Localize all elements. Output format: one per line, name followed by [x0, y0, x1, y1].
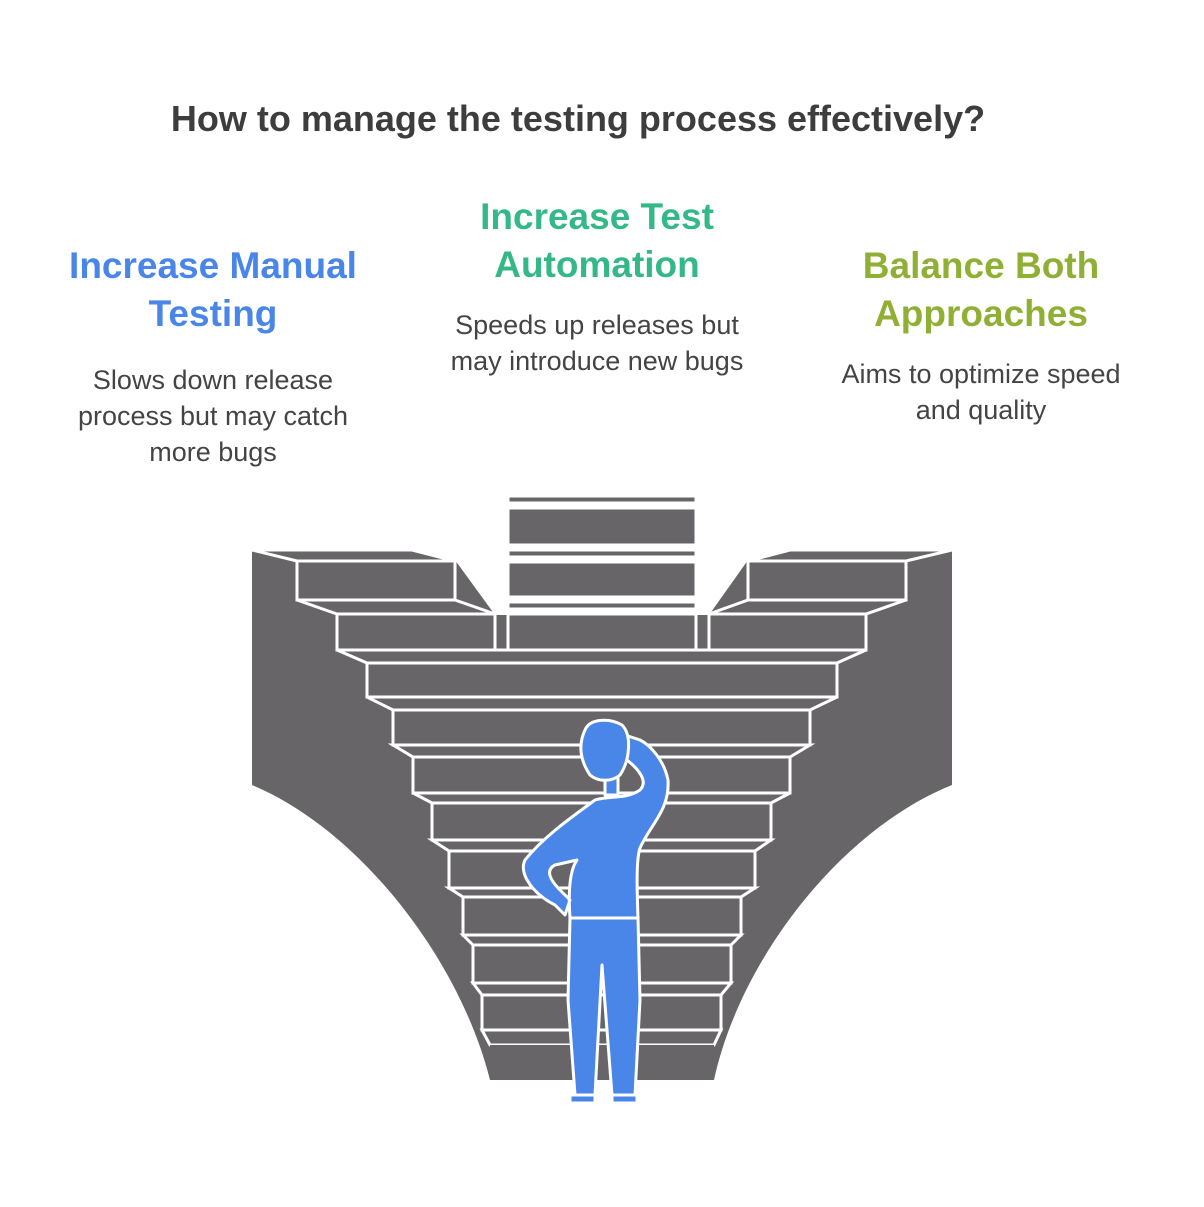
option-balance-both: Balance Both Approaches Aims to optimize… — [781, 242, 1181, 428]
person-figure — [522, 718, 670, 1105]
option-description: Slows down release process but may catch… — [13, 362, 413, 470]
heading-line: Balance Both — [862, 245, 1100, 286]
desc-line: Aims to optimize speed — [841, 359, 1121, 389]
option-manual-testing: Increase Manual Testing Slows down relea… — [13, 242, 413, 470]
option-heading: Increase Test Automation — [397, 193, 797, 289]
desc-line: process but may catch — [77, 401, 349, 431]
heading-line: Testing — [148, 293, 278, 334]
heading-line: Increase Test — [480, 196, 714, 237]
desc-line: may introduce new bugs — [450, 346, 744, 376]
person-legs — [566, 916, 642, 1097]
heading-line: Increase Manual — [69, 245, 357, 286]
person-head — [579, 718, 630, 782]
desc-line: and quality — [915, 395, 1047, 425]
person-feet — [568, 1093, 639, 1105]
desc-line: Slows down release — [92, 365, 334, 395]
person-torso-arms — [522, 733, 670, 920]
diagram-title: How to manage the testing process effect… — [170, 98, 986, 139]
heading-line: Approaches — [874, 293, 1088, 334]
option-description: Aims to optimize speed and quality — [781, 356, 1181, 428]
heading-line: Automation — [494, 244, 700, 285]
option-test-automation: Increase Test Automation Speeds up relea… — [397, 193, 797, 379]
option-description: Speeds up releases but may introduce new… — [397, 307, 797, 379]
option-heading: Increase Manual Testing — [13, 242, 413, 338]
option-heading: Balance Both Approaches — [781, 242, 1181, 338]
desc-line: Speeds up releases but — [455, 310, 739, 340]
desc-line: more bugs — [149, 437, 277, 467]
